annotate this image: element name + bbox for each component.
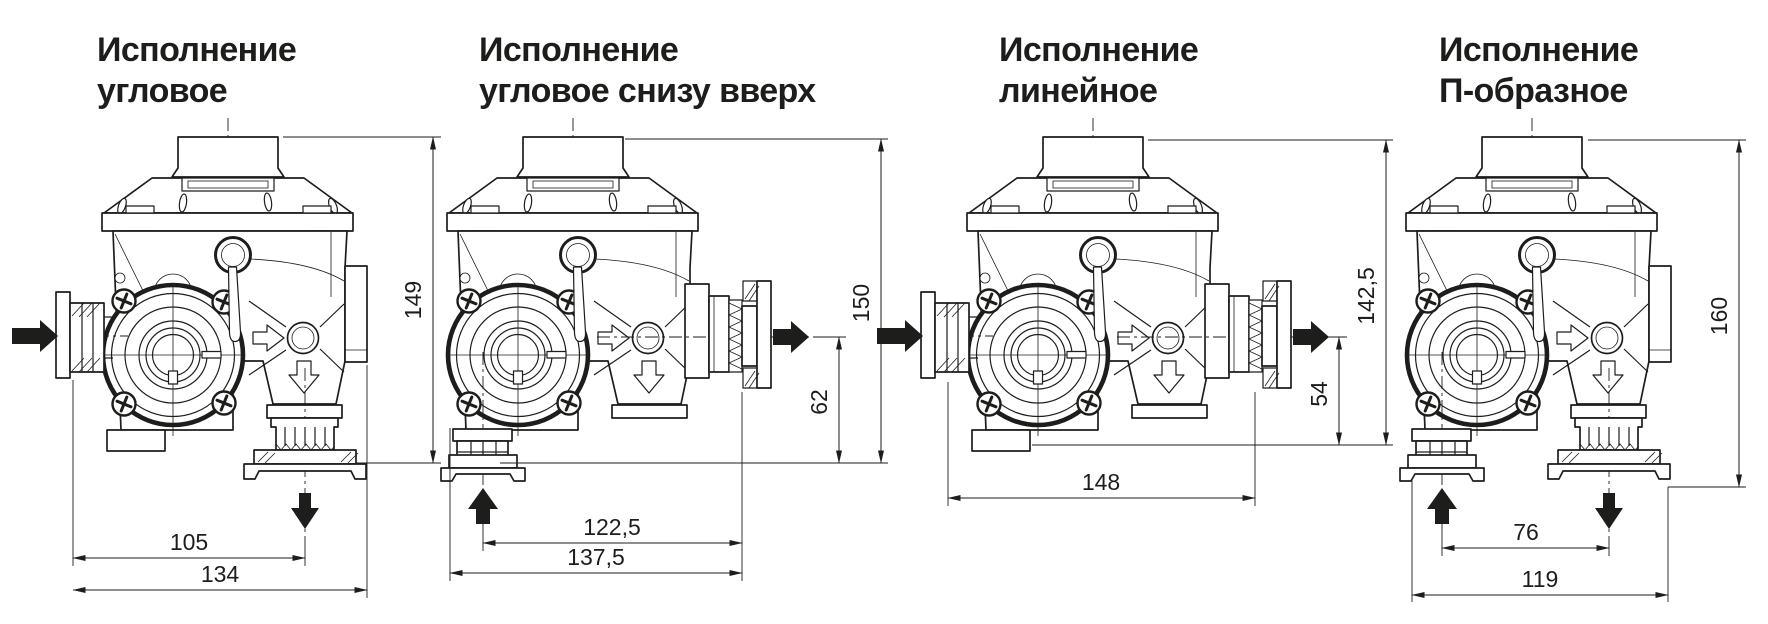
- dimension-label: 150: [848, 284, 874, 322]
- dim-height-total: 160: [1588, 139, 1746, 488]
- gas-meter-body: [447, 118, 698, 436]
- dim-height-total: 150: [500, 138, 888, 464]
- dimension-label: 134: [201, 561, 240, 587]
- dim-width-total: 137,5: [449, 428, 743, 581]
- outlet-flow-arrow-icon: [773, 321, 809, 353]
- outlet-flow-arrow-icon: [1293, 321, 1329, 353]
- inlet-flow-arrow-icon: [12, 320, 58, 352]
- diagram-angular: 149 105 134: [12, 118, 441, 598]
- title-line-1: Исполнение: [999, 31, 1199, 69]
- diagram-3-title: Исполнение линейное: [999, 30, 1199, 112]
- dim-outlet-height: 54: [1306, 336, 1347, 446]
- side-boss: [344, 265, 368, 363]
- side-plate: [1204, 283, 1230, 379]
- title-line-2: угловое: [97, 72, 228, 110]
- title-line-1: Исполнение: [97, 31, 297, 69]
- dimension-label: 160: [1706, 297, 1732, 335]
- title-line-2: П-образное: [1439, 72, 1628, 110]
- dimension-label: 62: [806, 389, 832, 415]
- diagram-2-title: Исполнение угловое снизу вверх: [479, 30, 816, 112]
- dim-ports-distance: 76: [1441, 519, 1610, 556]
- diagram-linear: 142,5 54 148: [877, 118, 1393, 506]
- gas-meter-body: [1406, 118, 1657, 436]
- gas-meter-body: [967, 118, 1218, 436]
- dimension-label: 148: [1082, 469, 1120, 495]
- dimension-label: 54: [1306, 381, 1332, 407]
- inlet-flow-arrow-icon: [1427, 488, 1457, 524]
- diagram-4-title: Исполнение П-образное: [1439, 30, 1639, 112]
- dimension-label: 122,5: [583, 514, 641, 540]
- diagram-u-shaped: 160 76 119: [1399, 118, 1746, 602]
- title-line-1: Исполнение: [1439, 31, 1639, 69]
- title-line-2: линейное: [999, 72, 1158, 110]
- dim-width-total: 148: [947, 382, 1256, 506]
- gas-meter-body: [102, 118, 353, 436]
- dim-width-total: 134: [72, 365, 368, 598]
- dim-height-total: 149: [283, 136, 441, 464]
- dimension-label: 149: [400, 281, 426, 319]
- dimension-label: 137,5: [567, 544, 625, 570]
- dim-outlet-offset: 62: [806, 336, 846, 464]
- dimension-label: 119: [1522, 566, 1559, 592]
- meter-foot: [106, 429, 166, 452]
- dimension-label: 142,5: [1353, 267, 1379, 325]
- outlet-flow-arrow-icon: [291, 493, 319, 529]
- dimension-label: 105: [170, 529, 208, 555]
- dimension-label: 76: [1513, 519, 1539, 545]
- meter-foot: [971, 429, 1031, 452]
- side-plate: [684, 283, 710, 379]
- diagram-angular-bottom-up: 150 62 122,5 137,5: [440, 118, 888, 581]
- inlet-flow-arrow-icon: [877, 320, 923, 352]
- title-line-1: Исполнение: [479, 31, 679, 69]
- diagram-1-title: Исполнение угловое: [97, 30, 297, 112]
- side-boss: [1648, 265, 1672, 363]
- title-line-2: угловое снизу вверх: [479, 72, 816, 110]
- dim-width-total: 119: [1411, 480, 1669, 602]
- dim-width-to-outlet: 105: [72, 380, 306, 566]
- dim-width-to-inlet: 122,5: [482, 392, 743, 581]
- dim-height-total: 142,5: [1032, 139, 1393, 446]
- outlet-flow-arrow-icon: [1595, 493, 1623, 529]
- inlet-flow-arrow-icon: [468, 488, 498, 524]
